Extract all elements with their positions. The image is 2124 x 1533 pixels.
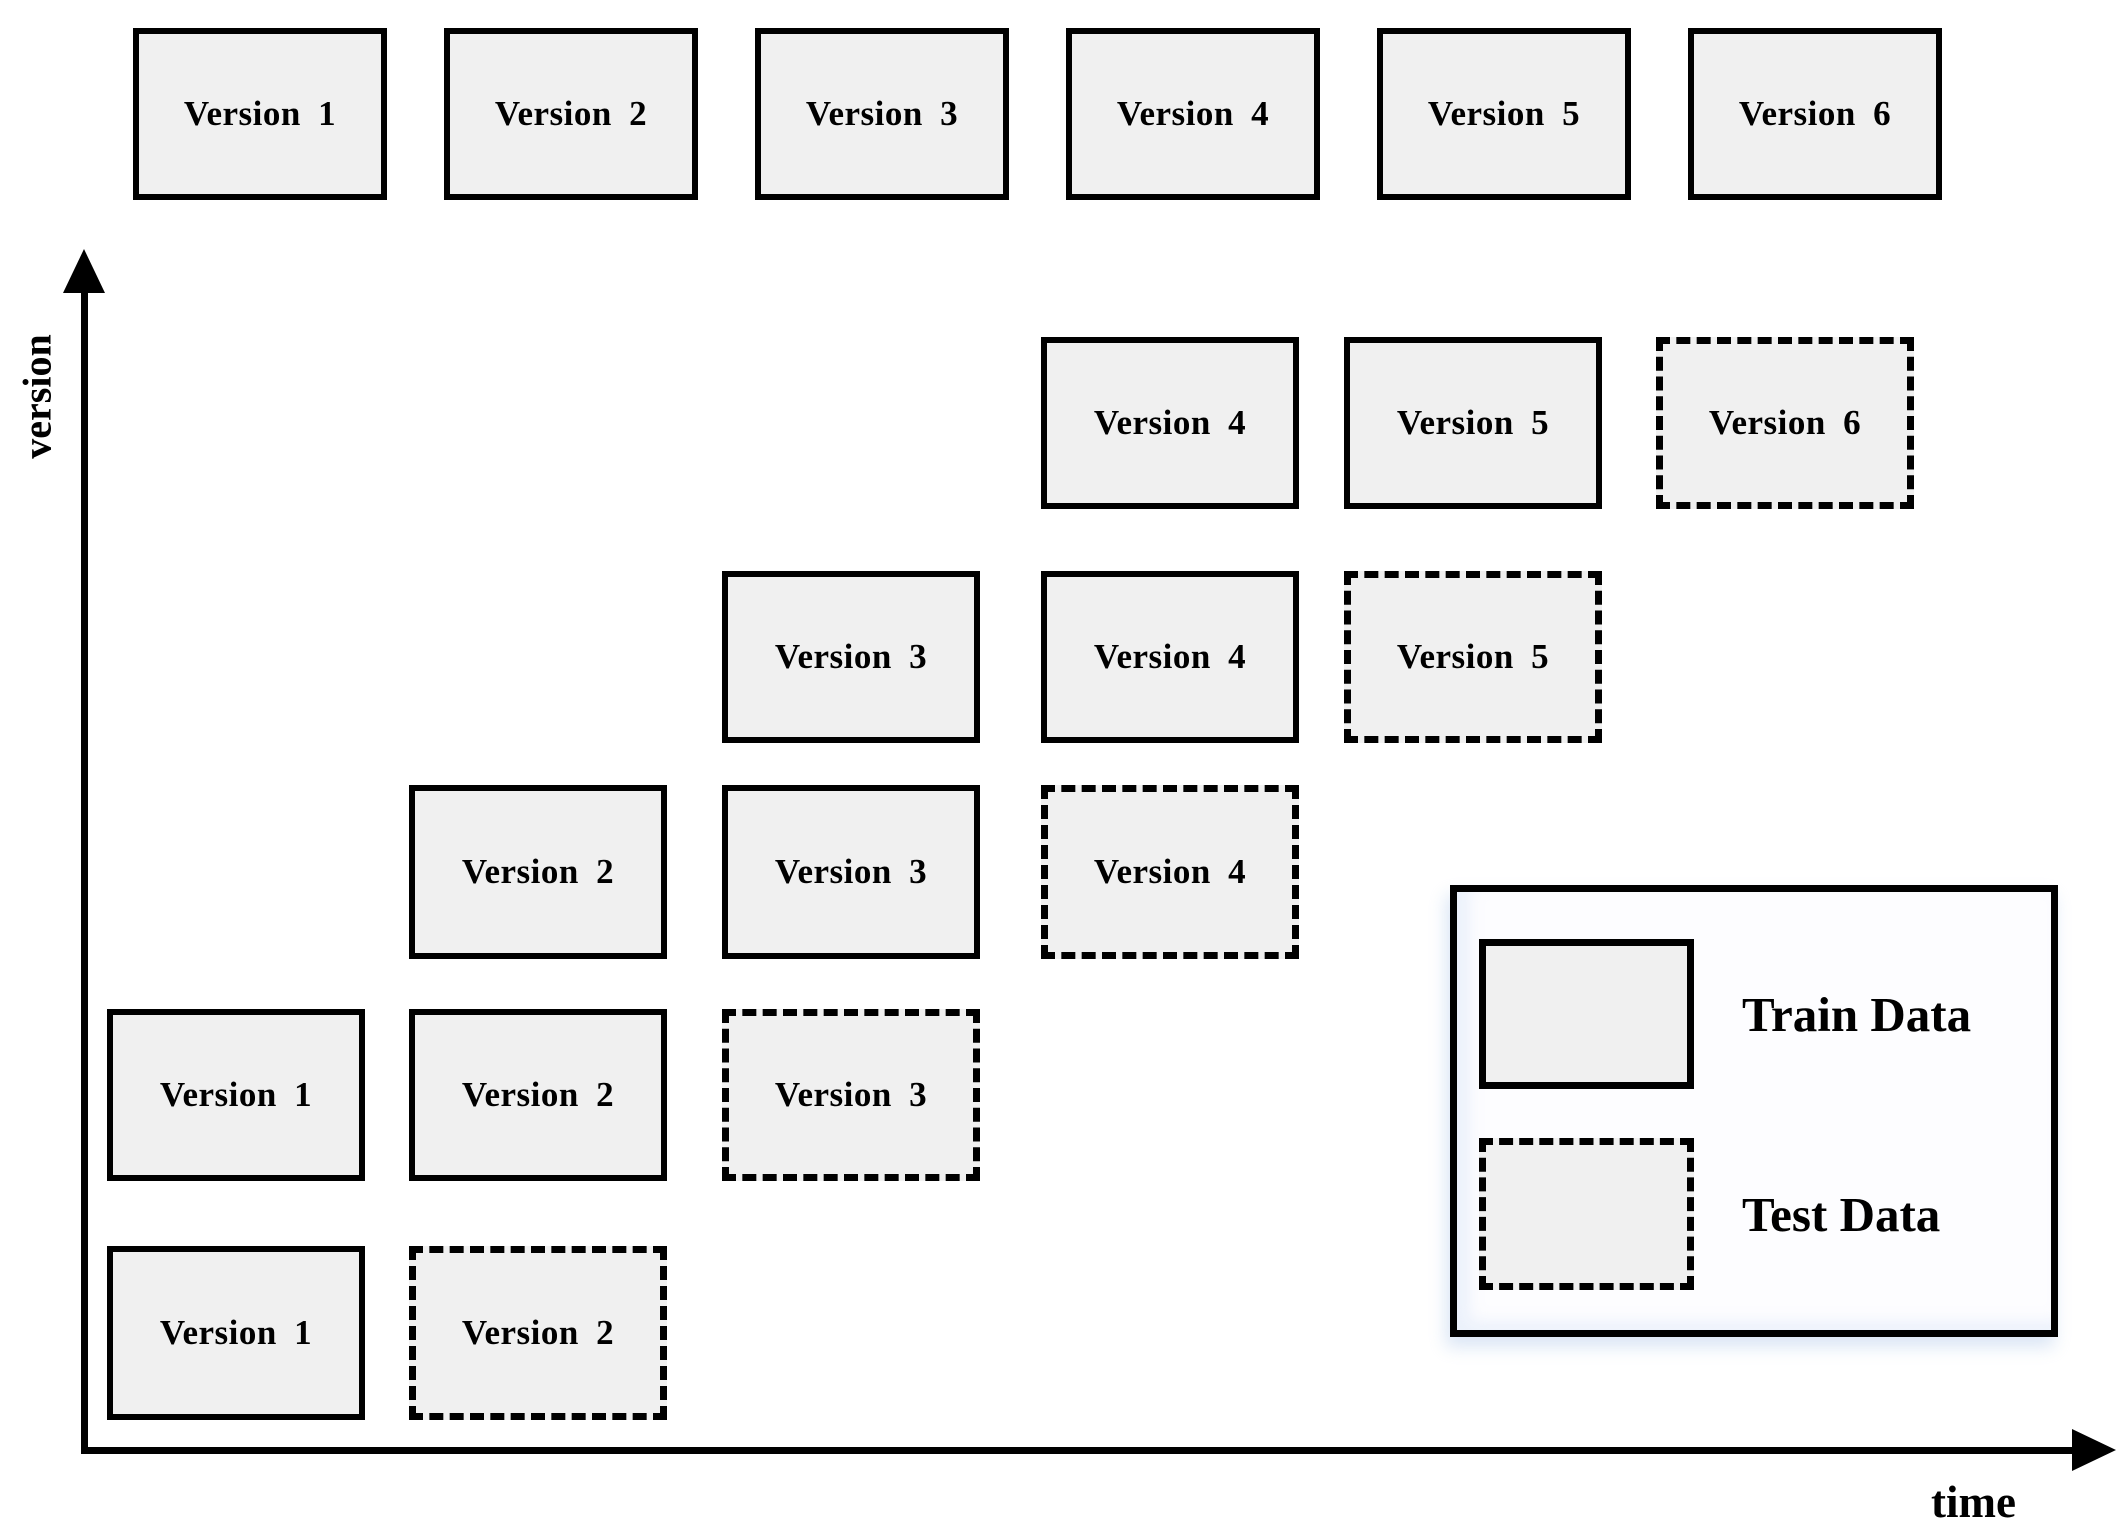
x-axis-arrow-icon [2072, 1429, 2116, 1471]
train-data-swatch-icon [1479, 939, 1694, 1089]
train-box-version-4: Version 4 [1041, 337, 1299, 509]
test-box-version-4: Version 4 [1041, 785, 1299, 959]
top-version-1-box: Version 1 [133, 28, 387, 200]
top-version-2-box: Version 2 [444, 28, 698, 200]
top-version-3-box: Version 3 [755, 28, 1009, 200]
train-box-version-3: Version 3 [722, 571, 980, 743]
train-box-version-5: Version 5 [1344, 337, 1602, 509]
y-axis-line [81, 290, 88, 1450]
train-box-version-3: Version 3 [722, 785, 980, 959]
top-version-4-box: Version 4 [1066, 28, 1320, 200]
top-version-5-box: Version 5 [1377, 28, 1631, 200]
x-axis-line [81, 1447, 2079, 1454]
legend: Train Data Test Data [1450, 885, 2058, 1337]
legend-train-label: Train Data [1742, 986, 1972, 1042]
train-box-version-2: Version 2 [409, 785, 667, 959]
legend-train-row: Train Data [1479, 939, 2041, 1089]
test-data-swatch-icon [1479, 1138, 1694, 1290]
train-box-version-1: Version 1 [107, 1009, 365, 1181]
test-box-version-5: Version 5 [1344, 571, 1602, 743]
x-axis-label: time [1931, 1477, 2016, 1527]
test-box-version-3: Version 3 [722, 1009, 980, 1181]
y-axis-label: version [14, 334, 60, 459]
train-box-version-2: Version 2 [409, 1009, 667, 1181]
y-axis-arrow-icon [63, 249, 105, 293]
top-version-6-box: Version 6 [1688, 28, 1942, 200]
test-box-version-6: Version 6 [1656, 337, 1914, 509]
legend-test-row: Test Data [1479, 1138, 2041, 1290]
legend-test-label: Test Data [1742, 1186, 1941, 1242]
test-box-version-2: Version 2 [409, 1246, 667, 1420]
train-box-version-1: Version 1 [107, 1246, 365, 1420]
train-box-version-4: Version 4 [1041, 571, 1299, 743]
